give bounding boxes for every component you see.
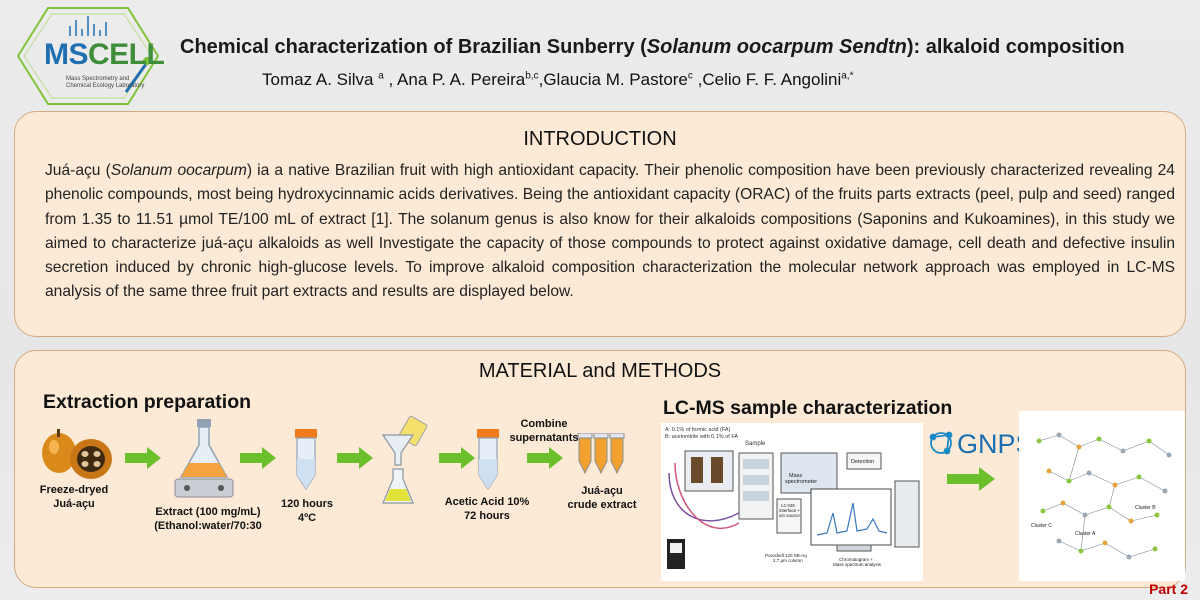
- molecular-network: Cluster A Cluster B Cluster C: [1019, 411, 1185, 581]
- arrow-right-icon: [337, 447, 373, 469]
- cluster-label: Cluster C: [1031, 523, 1052, 529]
- sample-label: Sample: [745, 441, 766, 447]
- centrifuge-tube-icon: [477, 429, 499, 491]
- mscell-logo: MSCELL Mass Spectrometry and Chemical Ec…: [8, 2, 168, 110]
- step-fruit-label: Freeze-dryed Juá-açu: [39, 484, 109, 510]
- author-list: Tomaz A. Silva a , Ana P. A. Pereirab,c,…: [262, 70, 854, 89]
- step-extract-label: Extract (100 mg/mL) (Ethanol:water/70:30: [154, 506, 262, 532]
- author-affiliation: a: [378, 70, 384, 82]
- detection-label: Detection: [851, 459, 874, 465]
- step-combine-label: Combine supernatants: [509, 418, 579, 444]
- introduction-panel: INTRODUCTION Juá-açu (Solanum oocarpum) …: [14, 111, 1186, 337]
- svg-text:Chromatogram +Mass spectrum an: Chromatogram +Mass spectrum analysis: [833, 557, 882, 567]
- poster-title: Chemical characterization of Brazilian S…: [180, 36, 1125, 58]
- filtration-icon: [381, 415, 428, 504]
- extraction-heading: Extraction preparation: [43, 391, 252, 413]
- author-name: Tomaz A. Silva: [262, 70, 374, 89]
- logo-wordmark: MSCELL: [44, 38, 165, 71]
- cluster-label: Cluster A: [1075, 531, 1096, 537]
- svg-text:Poroshell 120 SB-Aq2.7 µm colu: Poroshell 120 SB-Aq2.7 µm column: [765, 553, 807, 563]
- centrifuge-tube-icon: [295, 429, 317, 491]
- introduction-text: Juá-açu (Solanum oocarpum) ia a native B…: [45, 162, 1175, 301]
- author-affiliation: b,c: [525, 70, 539, 82]
- gnps-logo-icon: GNPS: [929, 429, 1031, 459]
- svg-text:GNPS: GNPS: [957, 429, 1031, 459]
- lcms-heading: LC-MS sample characterization: [663, 397, 953, 419]
- arrow-right-icon: [240, 447, 276, 469]
- step-wait-label: 120 hours 4ºC: [281, 498, 333, 524]
- author-affiliation: a,*: [841, 70, 854, 82]
- mobile-phase-b: B: acetonitrile with 0.1% of FA: [665, 434, 738, 440]
- logo-subtitle: Mass Spectrometry and Chemical Ecology L…: [66, 76, 145, 89]
- arrow-right-icon: [947, 467, 995, 491]
- author-name: Glaucia M. Pastore: [543, 70, 688, 89]
- crude-extract-tubes-icon: [577, 433, 625, 475]
- author-affiliation: c: [687, 70, 693, 82]
- arrow-right-icon: [527, 447, 563, 469]
- methods-panel: MATERIAL and METHODS Extraction preparat…: [14, 350, 1186, 588]
- arrow-right-icon: [125, 447, 161, 469]
- arrow-right-icon: [439, 447, 475, 469]
- author-name: Celio F. F. Angolini: [702, 70, 842, 89]
- methods-heading: MATERIAL and METHODS: [478, 360, 722, 382]
- part-label: Part 2: [1149, 581, 1188, 597]
- author-name: Ana P. A. Pereira: [397, 70, 526, 89]
- mobile-phase-a: A: 0.1% of formic acid (FA): [665, 427, 731, 433]
- flask-stirrer-icon: [174, 419, 234, 498]
- fruit-illustration-icon: [42, 429, 112, 479]
- step-crude-label: Juá-açu crude extract: [567, 485, 637, 511]
- logo-hexagon-icon: [16, 7, 160, 105]
- cluster-label: Cluster B: [1135, 505, 1156, 511]
- introduction-heading: INTRODUCTION: [523, 128, 677, 150]
- lcms-schematic: A: 0.1% of formic acid (FA) B: acetonitr…: [661, 423, 923, 581]
- step-acid-label: Acetic Acid 10% 72 hours: [444, 496, 530, 522]
